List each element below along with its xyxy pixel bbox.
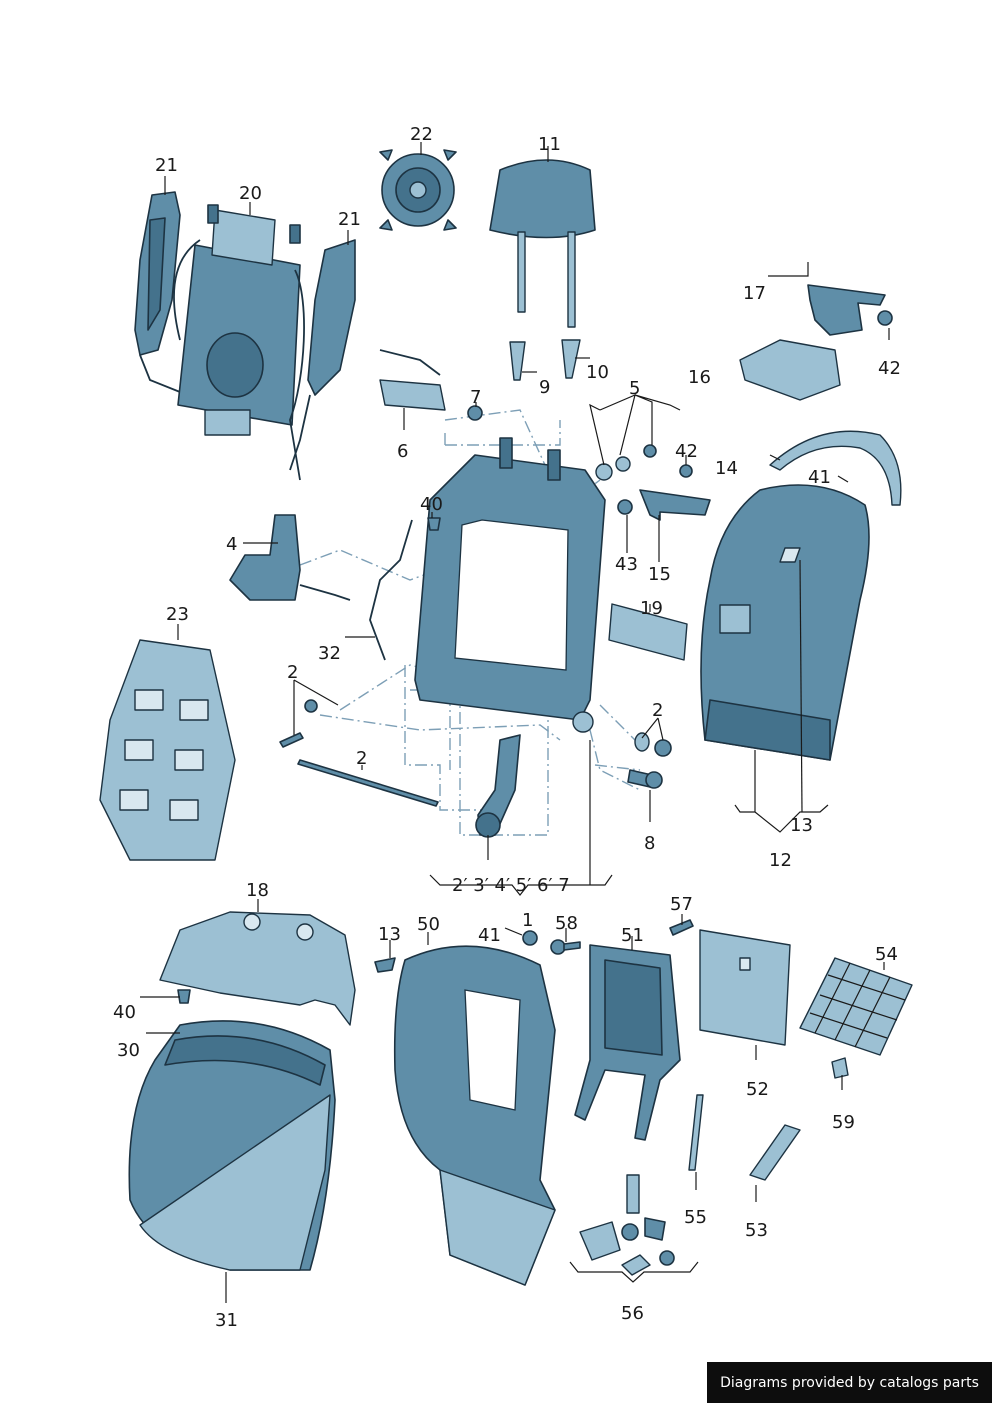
callout-12: 12	[769, 850, 792, 871]
headrest	[489, 159, 596, 328]
callout-50: 50	[417, 914, 440, 935]
backrest-frame	[414, 437, 606, 733]
rear-panel	[393, 945, 556, 1286]
clip-13-lower	[374, 957, 396, 973]
callout-13-bottom: 13	[378, 924, 401, 945]
callout-51: 51	[621, 925, 644, 946]
cover-16	[739, 339, 841, 401]
credit-banner: Diagrams provided by catalogs parts	[707, 1362, 992, 1403]
side-airbag-right	[289, 239, 356, 471]
pad-19	[608, 603, 688, 661]
callout-4: 4	[226, 534, 237, 555]
callout-21-left: 21	[155, 155, 178, 176]
callout-5: 5	[629, 378, 640, 399]
callout-41-bottom: 41	[478, 925, 501, 946]
callout-21-right: 21	[338, 209, 361, 230]
callout-19: 19	[640, 598, 663, 619]
motor-4	[229, 514, 351, 601]
callout-59: 59	[832, 1112, 855, 1133]
callout-labels: 21 20 21 22 11 9 10 17 42 16 5 7 6 42 14…	[113, 124, 901, 1331]
callout-41-top: 41	[808, 467, 831, 488]
washers-2	[634, 732, 672, 757]
callout-2-rod: 2	[356, 748, 367, 769]
callout-53: 53	[745, 1220, 768, 1241]
callout-58: 58	[555, 913, 578, 934]
screw-58	[550, 939, 581, 955]
callout-57: 57	[670, 894, 693, 915]
bolt-8	[627, 769, 663, 789]
loudspeaker	[379, 149, 457, 231]
callout-11: 11	[538, 134, 561, 155]
callout-17: 17	[743, 283, 766, 304]
clip-59	[831, 1057, 849, 1079]
callout-30: 30	[117, 1040, 140, 1061]
panel-52	[699, 929, 791, 1046]
kit-56	[579, 1174, 675, 1276]
callout-52: 52	[746, 1079, 769, 1100]
grid-panel-54	[799, 957, 913, 1056]
callout-22: 22	[410, 124, 433, 145]
pins-rod-2	[279, 699, 439, 807]
bracket-15	[617, 464, 711, 521]
gas-strut	[688, 1094, 704, 1171]
leader-lines	[140, 142, 890, 1303]
callout-16: 16	[688, 367, 711, 388]
callout-14: 14	[715, 458, 738, 479]
side-airbag-left	[134, 191, 201, 401]
headrest-guides	[509, 339, 581, 381]
screw-41	[522, 930, 538, 946]
callout-32: 32	[318, 643, 341, 664]
callout-55: 55	[684, 1207, 707, 1228]
wire-32	[369, 519, 413, 661]
screw-7	[467, 405, 483, 421]
callout-9: 9	[539, 377, 550, 398]
callout-group-row: 2′ 3′ 4′ 5′ 6′ 7	[452, 875, 570, 896]
screw-42	[877, 310, 893, 326]
callout-20: 20	[239, 183, 262, 204]
callout-2-left: 2	[287, 662, 298, 683]
callout-10: 10	[586, 362, 609, 383]
recliner-mechanism	[475, 734, 521, 838]
bracket-17	[807, 284, 886, 336]
callout-23: 23	[166, 604, 189, 625]
bushings-5	[595, 444, 657, 481]
trim-strip	[769, 430, 902, 506]
callout-7: 7	[470, 387, 481, 408]
handle-53	[749, 1124, 801, 1181]
clip-40-lower	[177, 989, 191, 1004]
callout-2-right: 2	[652, 700, 663, 721]
bolt-57	[669, 919, 694, 936]
callout-54: 54	[875, 944, 898, 965]
callout-13-top: 13	[790, 815, 813, 836]
callout-40-top: 40	[420, 494, 443, 515]
callout-6: 6	[397, 441, 408, 462]
clip-40	[427, 517, 441, 531]
backrest-cover	[128, 1020, 336, 1271]
seat-heater-mat	[173, 204, 305, 481]
callout-8: 8	[644, 833, 655, 854]
callout-56: 56	[621, 1303, 644, 1324]
callout-1: 1	[522, 910, 533, 931]
callout-40-bottom: 40	[113, 1002, 136, 1023]
seat-back-panel	[700, 484, 870, 761]
callout-31: 31	[215, 1310, 238, 1331]
lumbar-mat	[99, 639, 236, 861]
callout-18: 18	[246, 880, 269, 901]
trim-18	[159, 911, 356, 1026]
seat-frame-51	[574, 944, 681, 1141]
callout-42-top: 42	[878, 358, 901, 379]
callout-42-mid: 42	[675, 441, 698, 462]
callout-15: 15	[648, 564, 671, 585]
callout-43: 43	[615, 554, 638, 575]
switch-6	[379, 349, 446, 411]
